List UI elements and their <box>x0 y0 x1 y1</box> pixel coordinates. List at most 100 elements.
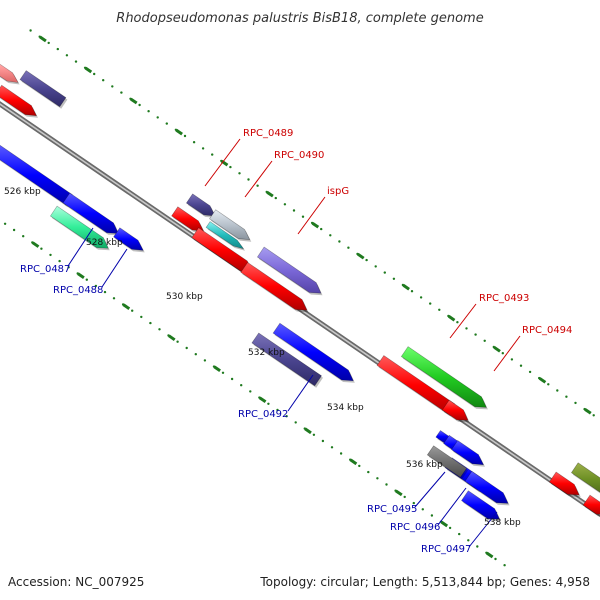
major-tick <box>440 520 449 528</box>
gene-arrow[interactable] <box>426 445 468 478</box>
minor-tick <box>321 439 325 443</box>
minor-tick <box>276 408 279 412</box>
gene-label-ispg[interactable]: ispG <box>327 186 349 197</box>
gene-arrow[interactable] <box>113 227 144 251</box>
minor-tick <box>565 395 568 398</box>
leader-line <box>437 487 467 526</box>
gene-label-rpc-0492[interactable]: RPC_0492 <box>238 409 288 420</box>
gene-arrow[interactable] <box>582 494 600 515</box>
minor-tick <box>156 116 159 119</box>
minor-tick <box>49 253 52 257</box>
minor-tick <box>47 41 50 45</box>
minor-tick <box>183 134 187 138</box>
minor-tick <box>330 446 334 449</box>
gene-arrow[interactable] <box>272 322 354 382</box>
gene-label-rpc-0495[interactable]: RPC_0495 <box>367 504 417 515</box>
gene-arrow[interactable] <box>256 246 322 294</box>
minor-tick <box>338 240 341 243</box>
minor-tick <box>339 452 343 455</box>
major-tick <box>258 396 267 404</box>
leader-line <box>67 227 94 267</box>
minor-tick <box>392 277 396 280</box>
major-tick <box>168 334 176 342</box>
minor-tick <box>556 389 559 392</box>
minor-tick <box>201 147 205 150</box>
gene-arrow[interactable] <box>205 221 245 250</box>
tick-dots <box>3 29 595 567</box>
gene-arrow[interactable] <box>62 192 119 234</box>
minor-tick <box>256 184 259 187</box>
minor-tick <box>267 402 270 405</box>
gene-label-rpc-0494[interactable]: RPC_0494 <box>522 325 572 336</box>
gene-arrow[interactable] <box>185 193 216 217</box>
leader-line <box>468 511 498 548</box>
gene-arrow[interactable] <box>19 70 67 108</box>
gene-label-rpc-0497[interactable]: RPC_0497 <box>421 544 471 555</box>
gene-label-rpc-0488[interactable]: RPC_0488 <box>53 285 103 296</box>
minor-tick <box>456 321 459 324</box>
minor-tick <box>65 54 69 57</box>
gene-arrow[interactable] <box>461 490 501 520</box>
gene-arrow[interactable] <box>464 470 509 504</box>
minor-tick <box>374 265 377 268</box>
gene-label-rpc-0493[interactable]: RPC_0493 <box>479 293 529 304</box>
major-tick <box>122 303 131 310</box>
minor-tick <box>12 228 16 232</box>
minor-tick <box>358 464 361 468</box>
gene-label-rpc-0496[interactable]: RPC_0496 <box>390 522 440 533</box>
minor-tick <box>230 377 234 381</box>
gene-features <box>0 54 600 522</box>
leader-line <box>449 303 477 339</box>
minor-tick <box>312 433 316 436</box>
kbp-label: 526 kbp <box>4 187 41 197</box>
minor-tick <box>365 258 368 262</box>
gene-label-rpc-0490[interactable]: RPC_0490 <box>274 150 324 161</box>
minor-tick <box>176 340 179 343</box>
minor-tick <box>58 259 61 263</box>
minor-tick <box>574 401 577 405</box>
gene-arrow[interactable] <box>49 205 109 249</box>
gene-arrow[interactable] <box>209 209 251 241</box>
minor-tick <box>547 383 550 386</box>
minor-tick <box>376 477 379 480</box>
gene-label-rpc-0489[interactable]: RPC_0489 <box>243 128 293 139</box>
minor-tick <box>483 339 486 342</box>
minor-tick <box>102 79 105 82</box>
minor-tick <box>347 246 350 249</box>
gene-arrow[interactable] <box>548 471 580 496</box>
minor-tick <box>211 153 214 156</box>
gene-arrow[interactable] <box>0 84 38 117</box>
minor-tick <box>465 327 468 330</box>
minor-tick <box>249 390 252 393</box>
gene-arrow[interactable] <box>0 54 19 83</box>
minor-tick <box>592 414 595 417</box>
minor-tick <box>138 103 141 107</box>
minor-tick <box>147 110 150 113</box>
tick-marks <box>31 35 592 559</box>
major-tick <box>213 365 221 373</box>
minor-tick <box>430 514 434 517</box>
label-leaders <box>67 138 521 548</box>
leader-line <box>414 471 446 508</box>
gene-label-rpc-0487[interactable]: RPC_0487 <box>20 264 70 275</box>
gene-arrow[interactable] <box>251 332 322 387</box>
minor-tick <box>85 278 89 281</box>
gene-arrow[interactable] <box>240 261 308 311</box>
gene-arrow[interactable] <box>441 399 469 421</box>
gene-labels: RPC_0487 RPC_0488 RPC_0489 RPC_0490 ispG… <box>20 128 572 555</box>
gene-arrow[interactable] <box>451 440 485 466</box>
minor-tick <box>111 85 114 88</box>
major-tick <box>538 377 547 384</box>
leader-line <box>101 248 128 288</box>
major-tick <box>349 458 358 466</box>
major-tick <box>304 427 312 435</box>
minor-tick <box>510 358 514 361</box>
leader-line <box>297 196 326 235</box>
minor-tick <box>458 532 461 536</box>
minor-tick <box>185 346 188 350</box>
gene-arrow[interactable] <box>400 346 487 408</box>
kbp-label: 536 kbp <box>406 460 443 470</box>
gene-arrow[interactable] <box>570 462 600 497</box>
leader-line <box>287 374 314 412</box>
major-tick <box>584 408 592 415</box>
